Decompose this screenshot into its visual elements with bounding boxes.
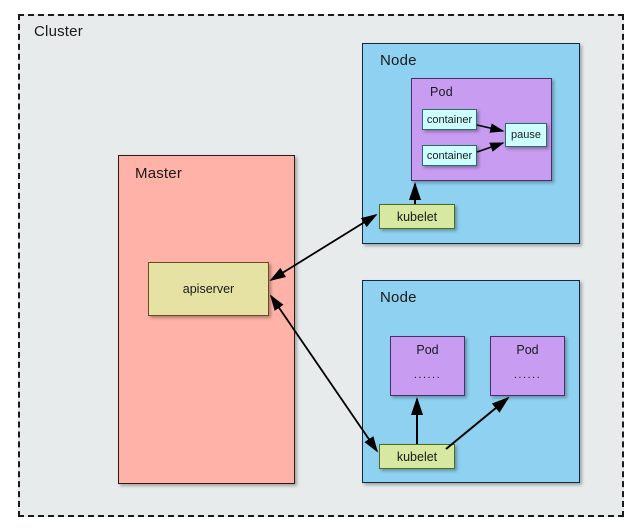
master-box[interactable]: Master [118, 155, 295, 484]
master-label: Master [135, 165, 183, 182]
pod-dots-bottom-2: ...... [513, 369, 542, 381]
kubelet-box-bottom[interactable]: kubelet [379, 444, 455, 469]
pod-box-bottom-2[interactable]: Pod ...... [490, 336, 565, 396]
apiserver-box[interactable]: apiserver [148, 262, 269, 316]
container-box-1[interactable]: container [422, 109, 477, 130]
container-box-2[interactable]: container [422, 145, 477, 166]
pod-label-bottom-1: Pod [416, 343, 439, 357]
cluster-label: Cluster [34, 23, 83, 40]
apiserver-label: apiserver [182, 282, 235, 296]
node-label-top: Node [380, 52, 417, 69]
pause-label: pause [511, 129, 541, 141]
container-label-2: container [426, 149, 473, 162]
node-label-bottom: Node [380, 289, 417, 306]
container-label-1: container [426, 113, 473, 126]
pod-label-top: Pod [430, 85, 453, 99]
kubelet-label-bottom: kubelet [396, 449, 438, 464]
kubelet-box-top[interactable]: kubelet [379, 204, 455, 229]
pod-label-bottom-2: Pod [516, 343, 539, 357]
kubelet-label-top: kubelet [396, 209, 438, 224]
pod-dots-bottom-1: ...... [413, 369, 442, 381]
pod-box-bottom-1[interactable]: Pod ...... [390, 336, 465, 396]
pause-container-box[interactable]: pause [505, 123, 547, 147]
